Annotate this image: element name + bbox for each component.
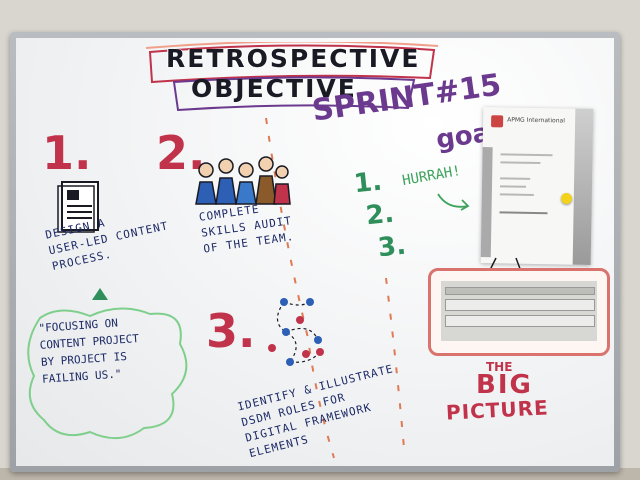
certificate-sheet: APMG International (480, 107, 594, 265)
arrow-up-icon (92, 288, 108, 300)
dashed-dividers (265, 117, 405, 459)
item-2-number: 2. (156, 126, 206, 180)
title-line-2: OBJECTIVE (191, 74, 357, 103)
big-picture-big: BIG (476, 370, 533, 400)
certificate-org: APMG International (507, 116, 565, 125)
big-picture-the: THE (486, 360, 513, 374)
quote-cloud (27, 307, 188, 439)
big-picture-sheet (441, 281, 597, 341)
item-1-number: 1. (42, 126, 92, 180)
whiteboard-frame: RETROSPECTIVE OBJECTIVE SPRINT#15 goals … (10, 32, 620, 472)
quote-text: "FOCUSING ON CONTENT PROJECT BY PROJECT … (38, 316, 140, 386)
big-picture-frame (428, 268, 610, 356)
network-diagram-icon (268, 298, 324, 366)
document-icon (57, 181, 99, 233)
people-icon (195, 156, 291, 205)
certificate-logo (491, 115, 504, 128)
title-banner-outline (145, 42, 439, 112)
arrow-right-icon (437, 193, 470, 211)
title-line-1: RETROSPECTIVE (166, 44, 421, 73)
item-3-number: 3. (206, 304, 256, 358)
goal-list-item-1: 1. (352, 166, 384, 200)
goal-list-item-2: 2. (364, 198, 396, 232)
whiteboard: RETROSPECTIVE OBJECTIVE SPRINT#15 goals … (16, 38, 614, 466)
pushpin (561, 193, 572, 204)
goal-list-item-3: 3. (376, 230, 408, 264)
